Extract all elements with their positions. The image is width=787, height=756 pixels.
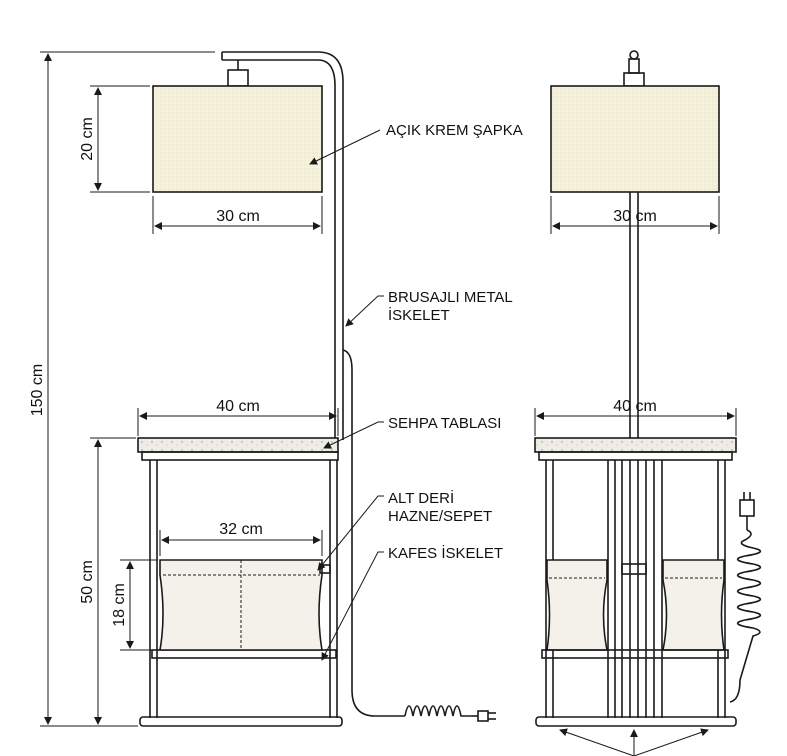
basket-front-left — [546, 559, 608, 651]
label-frame-2: İSKELET — [388, 306, 450, 324]
dim-table-width-front: 40 cm — [613, 398, 657, 415]
table-top-front — [534, 437, 737, 453]
front-view: 30 cm 40 cm — [534, 50, 762, 756]
label-cage: KAFES İSKELET — [388, 544, 503, 562]
lampshade-front — [550, 85, 720, 193]
table-top-side — [137, 437, 339, 453]
plug-front — [739, 499, 755, 517]
dim-total-height: 150 cm — [29, 364, 46, 416]
dim-basket-width: 32 cm — [219, 521, 263, 538]
dim-shade-height: 20 cm — [79, 117, 96, 161]
bulb-socket — [227, 69, 249, 87]
label-basket-1: ALT DERİ — [388, 489, 454, 507]
lamp-arm — [222, 51, 344, 440]
basket-front-right — [662, 559, 725, 651]
side-view: 150 cm 20 cm 30 cm 40 cm 50 cm 32 cm 18 … — [29, 51, 523, 727]
leader-lines — [309, 129, 384, 661]
power-cord-front — [729, 529, 762, 703]
dim-shade-width: 30 cm — [216, 208, 260, 225]
label-basket-2: HAZNE/SEPET — [388, 508, 492, 525]
dim-shade-width-front: 30 cm — [613, 208, 657, 225]
dim-table-height: 50 cm — [79, 560, 96, 604]
label-shade: AÇIK KREM ŞAPKA — [386, 122, 523, 139]
plug-side — [477, 710, 489, 722]
dim-basket-height: 18 cm — [111, 583, 128, 627]
label-frame-1: BRUSAJLI METAL — [388, 289, 513, 306]
lampshade-side — [152, 85, 323, 193]
dimension-lines-side — [40, 51, 339, 727]
power-cord-side — [342, 349, 405, 717]
dim-table-width: 40 cm — [216, 398, 260, 415]
label-table-top: SEHPA TABLASI — [388, 415, 501, 432]
